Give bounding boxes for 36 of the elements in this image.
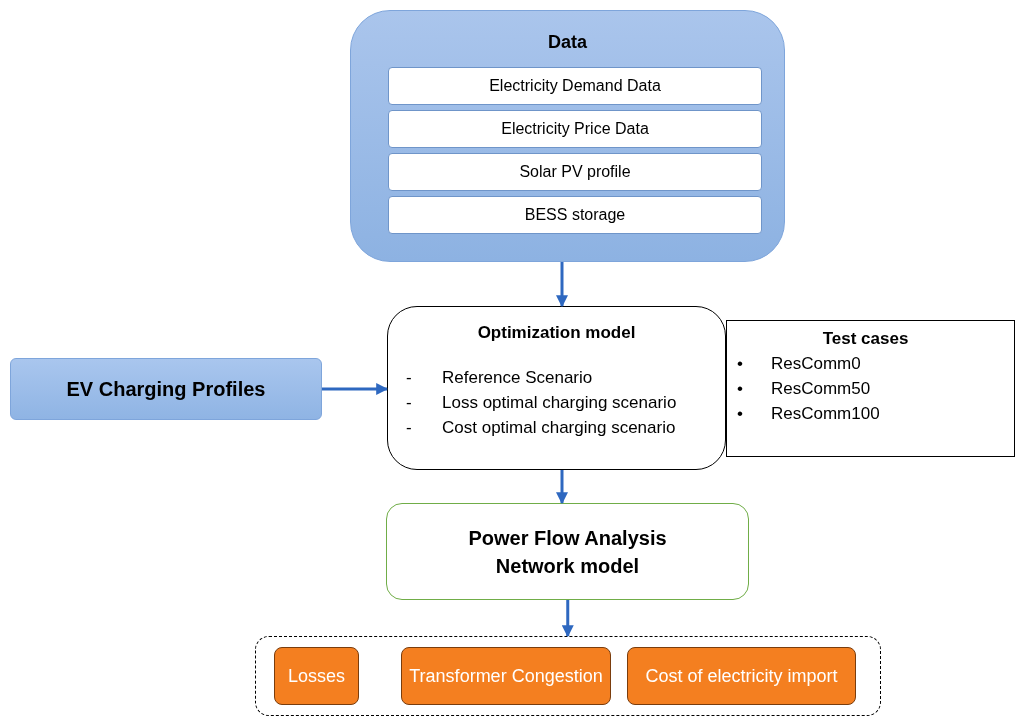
list-item: - Reference Scenario <box>406 367 593 389</box>
box-label: Electricity Price Data <box>501 120 649 138</box>
data-item-box <box>388 153 762 191</box>
data-panel <box>350 10 785 262</box>
box-label: Network model <box>495 553 640 579</box>
output-label: Transformer Congestion <box>408 665 604 688</box>
box-label: EV Charging Profiles <box>66 377 266 401</box>
box-title: Test cases <box>821 329 910 349</box>
box-label: Solar PV profile <box>519 163 631 181</box>
process-box <box>10 358 322 420</box>
process-box <box>387 306 726 470</box>
box-label: BESS storage <box>524 206 626 224</box>
list-item: - Loss optimal charging scenario <box>406 392 677 414</box>
box-label: Power Flow Analysis <box>468 525 667 551</box>
dashed-group-box <box>255 636 881 716</box>
data-item-box <box>388 196 762 234</box>
box-label: Electricity Demand Data <box>489 77 661 95</box>
output-box <box>274 647 359 705</box>
list-item: • ResComm50 <box>737 378 871 400</box>
list-item: • ResComm100 <box>737 403 880 425</box>
test-cases-box <box>726 320 1015 457</box>
panel-title: Data <box>547 32 588 53</box>
output-label: Cost of electricity import <box>644 665 839 688</box>
list-item: - Cost optimal charging scenario <box>406 417 676 439</box>
process-box <box>386 503 749 600</box>
data-item-box <box>388 67 762 105</box>
arrow <box>556 470 568 505</box>
list-item: • ResComm0 <box>737 353 861 375</box>
data-item-box <box>388 110 762 148</box>
output-box <box>627 647 856 705</box>
arrow <box>561 600 574 638</box>
arrow <box>322 383 389 395</box>
box-title: Optimization model <box>476 323 637 343</box>
output-box <box>401 647 611 705</box>
output-label: Losses <box>286 665 346 688</box>
arrow <box>556 262 568 308</box>
